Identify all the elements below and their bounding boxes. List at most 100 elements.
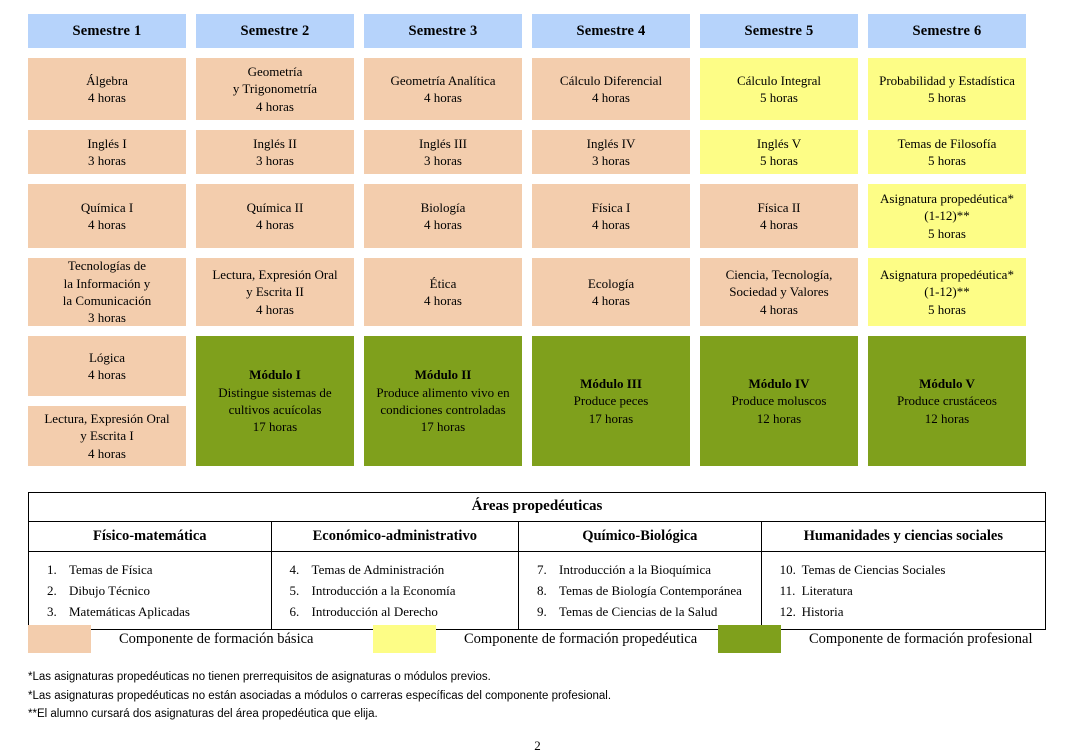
area-subject-label: Introducción al Derecho — [311, 604, 438, 620]
cell-line: Ética — [429, 275, 457, 291]
semester-column-6: Semestre 6 Probabilidad y Estadística 5 ho… — [868, 14, 1026, 466]
cell-line: 4 horas — [88, 445, 126, 461]
area-subject-label: Historia — [801, 604, 844, 620]
area-subject-label: Introducción a la Bioquímica — [559, 562, 712, 577]
cell-line: Física I — [591, 199, 631, 215]
cell-line: 3 horas — [88, 310, 126, 326]
cell-line: 3 horas — [592, 153, 630, 168]
cell-line: 4 horas — [256, 98, 294, 114]
area-subject-label: Temas de Biología Contemporánea — [559, 583, 742, 599]
cell-line: 4 horas — [88, 217, 126, 232]
cell-line: (1-12)** — [924, 284, 970, 300]
module-title: Módulo I — [249, 367, 301, 383]
area-subject-item: 6.Introducción al Derecho — [278, 601, 513, 622]
area-subject-number: 10. — [779, 562, 796, 577]
module-title: Módulo III — [580, 376, 642, 392]
cell-line: condiciones controladas — [380, 402, 506, 417]
module-title: Módulo II — [414, 367, 472, 383]
cell-line: 4 horas — [760, 301, 798, 317]
cell-line: 3 horas — [256, 153, 294, 168]
area-subject-number: 7. — [537, 562, 547, 577]
cell-line: 4 horas — [592, 293, 630, 308]
area-subject-item: 3. Matemáticas Aplicadas — [35, 601, 265, 622]
cell-line: 5 horas — [928, 225, 966, 241]
cell-line: Distingue sistemas de — [218, 384, 332, 400]
area-subject-item: 7. Introducción a la Bioquímica — [525, 559, 755, 580]
area-subject-number: 3. — [47, 604, 57, 620]
legend-color-swatch — [373, 625, 436, 653]
cell-line: 5 horas — [928, 90, 966, 105]
area-subject-label: Dibujo Técnico — [69, 583, 150, 599]
cell-line: 4 horas — [256, 217, 294, 232]
cell-line: Inglés IV — [586, 135, 636, 151]
module-title: Módulo V — [919, 376, 975, 392]
subject-cell: Ética 4 horas — [364, 258, 522, 326]
cell-line: Sociedad y Valores — [729, 284, 829, 300]
semester-header: Semestre 1 — [28, 14, 186, 48]
cell-line: Lectura, Expresión Oral — [44, 411, 170, 427]
cell-line: Química II — [246, 199, 304, 215]
legend-item: Componente de formación profesional — [718, 625, 1046, 653]
cell-line: 4 horas — [256, 301, 294, 317]
areas-table-title: Áreas propedéuticas — [29, 493, 1045, 522]
cell-line: Ciencia, Tecnología, — [725, 267, 833, 283]
area-subject-item: 8.Temas de Biología Contemporánea — [525, 580, 755, 601]
area-subject-label: Literatura — [801, 583, 853, 599]
area-subject-label: Temas de Ciencias de la Salud — [559, 604, 718, 620]
cell-line: Produce crustáceos — [897, 393, 997, 409]
legend-label: Componente de formación básica — [119, 630, 314, 647]
semester-header: Semestre 2 — [196, 14, 354, 48]
area-subject-item: 11. Literatura — [768, 580, 1039, 601]
area-subject-item: 5.Introducción a la Economía — [278, 580, 513, 601]
cell-line: Inglés V — [756, 135, 802, 151]
semester-header: Semestre 4 — [532, 14, 690, 48]
cell-line: Inglés II — [253, 135, 297, 151]
area-subject-list: 7. Introducción a la Bioquímica 8.Temas de… — [525, 557, 755, 624]
footnotes: *Las asignaturas propedéuticas no tienen… — [28, 668, 1046, 724]
cell-line: y Escrita I — [80, 428, 134, 444]
cell-line: Probabilidad y Estadística — [879, 72, 1015, 88]
footnote-line: *Las asignaturas propedéuticas no están … — [28, 689, 612, 702]
cell-line: Produce alimento vivo en — [376, 384, 510, 400]
semester-header: Semestre 6 — [868, 14, 1026, 48]
area-subject-number: 11. — [779, 583, 796, 599]
legend: Componente de formación básica Componente… — [28, 625, 1046, 653]
subject-cell: Inglés V 5 horas — [700, 130, 858, 174]
cell-line: 5 horas — [760, 153, 798, 168]
cell-line: 4 horas — [424, 90, 462, 105]
cell-line: Biología — [420, 199, 466, 215]
cell-line: Cálculo Diferencial — [559, 72, 663, 88]
cell-line: Asignatura propedéutica* — [880, 191, 1014, 207]
page-number: 2 — [534, 738, 541, 750]
cell-line: Inglés I — [87, 135, 127, 151]
cell-line: cultivos acuícolas — [228, 402, 322, 417]
cell-line: Cálculo Integral — [736, 72, 822, 88]
cell-line: 4 horas — [424, 293, 462, 308]
cell-line: 17 horas — [252, 419, 298, 435]
subject-cell: Probabilidad y Estadística 5 horas — [868, 58, 1026, 120]
area-column-header: Físico-matemática — [29, 522, 272, 551]
subject-cell: Geometría Analítica 4 horas — [364, 58, 522, 120]
cell-line: 4 horas — [88, 90, 126, 105]
cell-line: Geometría Analítica — [390, 72, 496, 88]
area-subject-number: 5. — [289, 583, 300, 599]
cell-line: 3 horas — [88, 153, 126, 168]
area-subject-label: Matemáticas Aplicadas — [69, 604, 190, 620]
